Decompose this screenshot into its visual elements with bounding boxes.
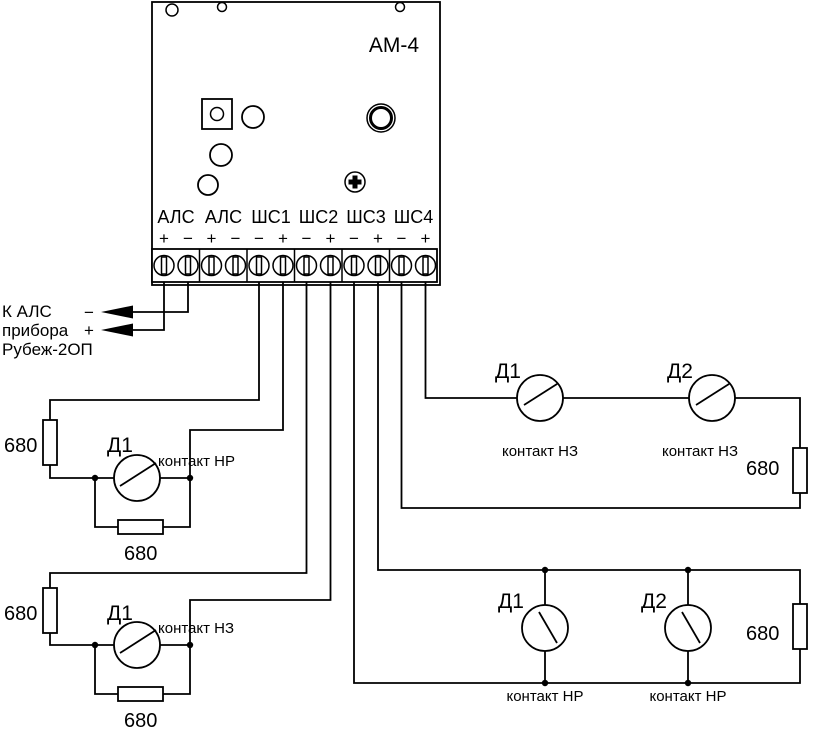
wire-nr-loop bbox=[353, 282, 801, 684]
loop-components bbox=[42, 374, 808, 702]
led-indicator-ring-icon bbox=[369, 106, 393, 130]
component-circle-icon bbox=[197, 174, 219, 196]
terminal-polarity-sign: + bbox=[373, 229, 383, 248]
terminal-group-label: ШС3 bbox=[346, 207, 386, 227]
terminal-polarity-sign: − bbox=[397, 229, 407, 248]
wire-shs1-plus bbox=[163, 282, 284, 528]
contact-blade-icon bbox=[119, 462, 157, 487]
terminal-polarity-sign: − bbox=[349, 229, 359, 248]
terminal-polarity-sign: − bbox=[254, 229, 264, 248]
wire-shs1-minus bbox=[49, 282, 260, 479]
contact-blade-icon bbox=[695, 383, 730, 406]
label-detector1-nr: Д1 bbox=[498, 590, 524, 613]
label-contact2-nr: контакт НР bbox=[649, 688, 726, 705]
detector-d1-nr-loop bbox=[521, 604, 569, 652]
terminal-group-label: ШС1 bbox=[251, 207, 291, 227]
label-detector2-nr: Д2 bbox=[641, 590, 667, 613]
annotations: К АЛС − прибора + Рубеж-2ОП 680 Д1 конта… bbox=[2, 302, 779, 732]
terminal-group-label: АЛС bbox=[157, 207, 194, 227]
label-eol-shs1: 680 bbox=[4, 435, 37, 457]
device-outline bbox=[151, 1, 441, 286]
terminal-group-label: ШС4 bbox=[394, 207, 434, 227]
terminal-polarity-sign: − bbox=[302, 229, 312, 248]
jumper-pin-icon bbox=[209, 106, 225, 122]
wire-als-minus bbox=[133, 282, 189, 313]
terminal-group-label: ШС2 bbox=[299, 207, 339, 227]
label-shunt-shs2: 680 bbox=[124, 710, 157, 732]
resistor-eol-shs2 bbox=[42, 587, 58, 634]
wire-nz-return bbox=[400, 282, 801, 509]
resistor-shunt-shs2 bbox=[117, 686, 164, 702]
contact-blade-icon bbox=[523, 383, 558, 406]
label-contact-shs2: контакт НЗ bbox=[158, 620, 234, 637]
label-detector2-nz: Д2 bbox=[667, 360, 693, 383]
arrow-left-icon bbox=[101, 305, 133, 319]
label-contact-shs1: контакт НР bbox=[158, 453, 235, 470]
component-circle-icon bbox=[241, 105, 265, 129]
als-link-line3: Рубеж-2ОП bbox=[2, 340, 93, 359]
terminal-group-labels: АЛС АЛС ШС1 ШС2 ШС3 ШС4 bbox=[157, 207, 433, 227]
terminal-block bbox=[151, 248, 438, 283]
als-link-plus: + bbox=[84, 321, 94, 340]
label-detector1-nz: Д1 bbox=[495, 360, 521, 383]
contact-blade-icon bbox=[538, 611, 558, 644]
wire-nz-top bbox=[424, 282, 517, 399]
junction-dots bbox=[91, 474, 692, 687]
als-link-line1: К АЛС bbox=[2, 302, 52, 321]
component-circle-icon bbox=[209, 143, 233, 167]
terminal-polarity-sign: + bbox=[207, 229, 217, 248]
label-detector-shs2: Д1 bbox=[107, 602, 133, 625]
label-eol-nr: 680 bbox=[746, 623, 779, 645]
terminal-polarity-sign: + bbox=[159, 229, 169, 248]
resistor-eol-shs1 bbox=[42, 419, 58, 466]
wire-shs2-shunt-branch bbox=[94, 645, 118, 695]
als-link-line2: прибора bbox=[2, 321, 69, 340]
mounting-hole-icon bbox=[394, 1, 406, 13]
label-detector-shs1: Д1 bbox=[107, 434, 133, 457]
label-eol-nz: 680 bbox=[746, 458, 779, 480]
terminal-polarity-signs: + − + − − + − + − + − + bbox=[159, 229, 431, 248]
als-link-minus: − bbox=[84, 303, 94, 322]
device-title: АМ-4 bbox=[369, 34, 419, 57]
terminal-polarity-sign: − bbox=[183, 229, 193, 248]
terminal-group-label: АЛС bbox=[205, 207, 242, 227]
label-shunt-shs1: 680 bbox=[124, 543, 157, 565]
wire-shs2-plus bbox=[163, 282, 332, 695]
wire-shs1-shunt-branch bbox=[94, 478, 118, 528]
contact-blade-icon bbox=[681, 611, 701, 644]
label-contact1-nr: контакт НР bbox=[506, 688, 583, 705]
terminal-polarity-sign: − bbox=[231, 229, 241, 248]
detector-d1-shs2 bbox=[113, 621, 161, 669]
terminal-polarity-sign: + bbox=[278, 229, 288, 248]
detector-d1-shs1 bbox=[113, 454, 161, 502]
mounting-hole-icon bbox=[165, 3, 179, 17]
resistor-shunt-shs1 bbox=[117, 519, 164, 535]
resistor-eol-nr-loop bbox=[792, 603, 808, 650]
device-module: АМ-4 АЛС АЛС ШС1 ШС2 ШС3 ШС4 + − + − − bbox=[151, 1, 441, 286]
resistor-eol-nz-loop bbox=[792, 447, 808, 494]
terminal-polarity-sign: + bbox=[326, 229, 336, 248]
cross-screw-icon bbox=[344, 171, 366, 193]
label-contact2-nz: контакт НЗ bbox=[662, 443, 738, 460]
label-contact1-nz: контакт НЗ bbox=[502, 443, 578, 460]
arrow-left-icon bbox=[101, 323, 133, 337]
wire-als-plus bbox=[133, 282, 165, 331]
label-eol-shs2: 680 bbox=[4, 603, 37, 625]
mounting-hole-icon bbox=[216, 1, 228, 13]
terminal-block-dividers bbox=[198, 249, 391, 282]
wire-shs2-minus bbox=[49, 282, 308, 646]
detector-d2-nr-loop bbox=[664, 604, 712, 652]
terminal-screws bbox=[153, 254, 437, 277]
detector-d1-nz-loop bbox=[516, 374, 564, 422]
detector-d2-nz-loop bbox=[688, 374, 736, 422]
contact-blade-icon bbox=[119, 629, 157, 654]
terminal-polarity-sign: + bbox=[421, 229, 431, 248]
